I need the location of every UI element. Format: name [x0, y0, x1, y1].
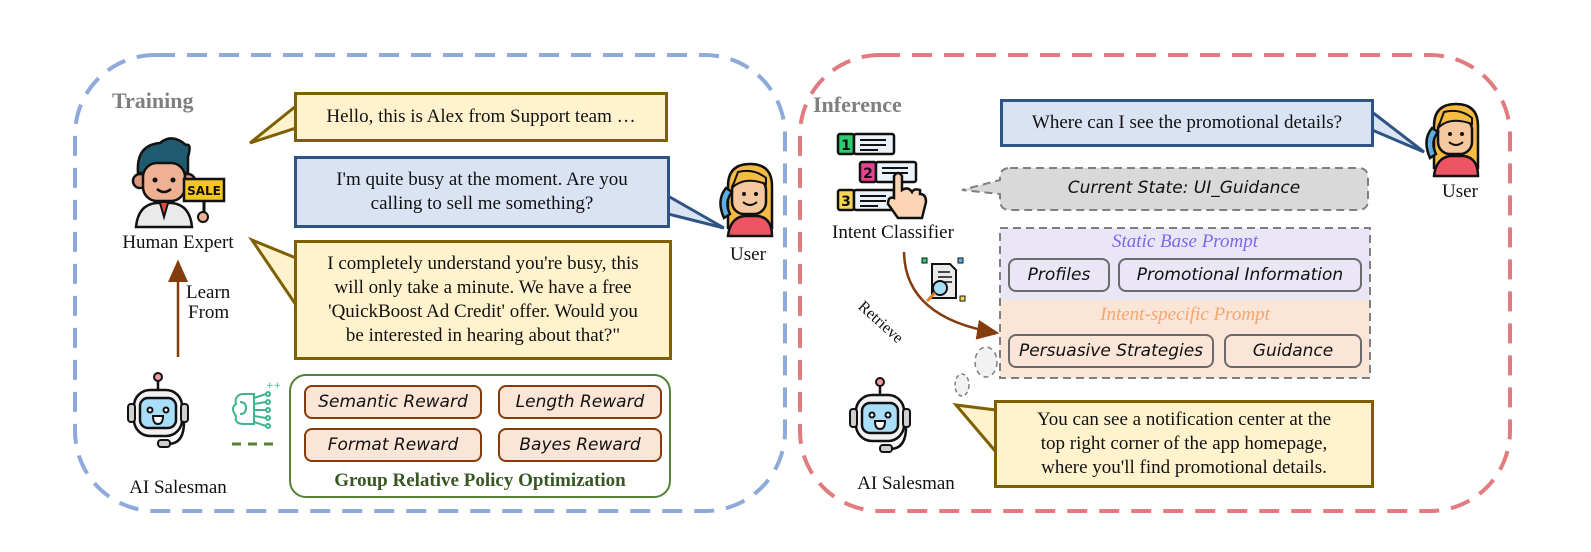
expert-bubble-2-tail: [247, 236, 298, 310]
svg-text:3: 3: [841, 194, 851, 210]
intent-prompt-title: Intent-specific Prompt: [1100, 304, 1270, 325]
expert-offer-text-line2: will only take a minute. We have a free: [334, 277, 632, 298]
svg-text:2: 2: [863, 166, 873, 182]
training-frame: [73, 53, 787, 513]
expert-offer-text-line1: I completely understand you're busy, thi…: [327, 253, 639, 274]
thought-bubble-small: [954, 373, 970, 397]
static-prompt-title: Static Base Prompt: [1112, 231, 1258, 252]
ai-response-text-line1: You can see a notification center at the: [1036, 409, 1332, 430]
ai-response-bubble: You can see a notification center at the…: [994, 400, 1374, 488]
svg-text:++: ++: [266, 381, 281, 391]
current-state-text: Current State: UI_Guidance: [1067, 178, 1301, 198]
prompt-container: [999, 227, 1371, 379]
inference-frame: [798, 53, 1512, 513]
ai-salesman-icon-training: [127, 372, 189, 448]
format-reward: Format Reward: [304, 428, 482, 462]
svg-text:1: 1: [841, 138, 851, 154]
user-label-training: User: [730, 244, 766, 265]
expert-bubble-offer: I completely understand you're busy, thi…: [294, 240, 672, 360]
intent-classifier-icon: 1 2 3: [836, 132, 928, 220]
expert-greeting-text: Hello, this is Alex from Support team …: [326, 106, 636, 127]
expert-bubble-1-tail: [249, 102, 298, 145]
user-bubble-busy: I'm quite busy at the moment. Are you ca…: [294, 156, 670, 228]
guidance-chip: Guidance: [1224, 334, 1362, 368]
human-expert-icon: SALE: [131, 137, 226, 229]
ai-response-text-line3: where you'll find promotional details.: [1041, 457, 1327, 478]
user-icon-training: [719, 162, 774, 238]
current-state-box: [961, 167, 1369, 211]
grpo-title: Group Relative Policy Optimization: [334, 470, 626, 491]
semantic-reward: Semantic Reward: [304, 385, 482, 419]
expert-offer-text-line3: 'QuickBoost Ad Credit' offer. Would you: [328, 301, 638, 322]
expert-offer-text-line4: be interested in hearing about that?": [345, 325, 621, 346]
user-bubble-1-tail: [666, 193, 725, 230]
bayes-reward: Bayes Reward: [498, 428, 662, 462]
inference-title: Inference: [813, 92, 902, 117]
ai-salesman-label-training: AI Salesman: [129, 477, 227, 498]
learn-from-label-line2: From: [188, 302, 230, 323]
document-search-icon: [921, 257, 966, 303]
ai-response-text-line2: top right corner of the app homepage,: [1040, 433, 1328, 454]
user-bubble-question: Where can I see the promotional details?: [1000, 99, 1374, 147]
training-title: Training: [112, 88, 194, 113]
ai-salesman-label-inference: AI Salesman: [857, 473, 955, 494]
persuasive-strategies-chip: Persuasive Strategies: [1008, 334, 1214, 368]
svg-text:SALE: SALE: [187, 184, 221, 198]
expert-bubble-greeting: Hello, this is Alex from Support team …: [294, 92, 668, 142]
user-label-inference: User: [1442, 181, 1478, 202]
ai-response-tail: [952, 403, 998, 457]
intent-classifier-label: Intent Classifier: [832, 222, 954, 243]
user-bubble-2-tail: [1370, 108, 1425, 154]
profiles-chip: Profiles: [1008, 258, 1110, 292]
promotional-information-chip: Promotional Information: [1118, 258, 1362, 292]
ai-salesman-icon-inference: [849, 377, 911, 453]
user-question-text: Where can I see the promotional details?: [1031, 112, 1343, 133]
user-busy-text-line1: I'm quite busy at the moment. Are you: [336, 169, 628, 190]
user-icon-inference: [1425, 102, 1480, 178]
learn-from-label-line1: Learn: [186, 282, 231, 303]
thought-bubble-large: [974, 346, 998, 378]
neural-brain-icon: ++: [232, 381, 281, 429]
human-expert-label: Human Expert: [122, 232, 234, 253]
user-busy-text-line2: calling to sell me something?: [370, 193, 594, 214]
retrieve-arrow: [902, 251, 1000, 340]
length-reward: Length Reward: [498, 385, 662, 419]
